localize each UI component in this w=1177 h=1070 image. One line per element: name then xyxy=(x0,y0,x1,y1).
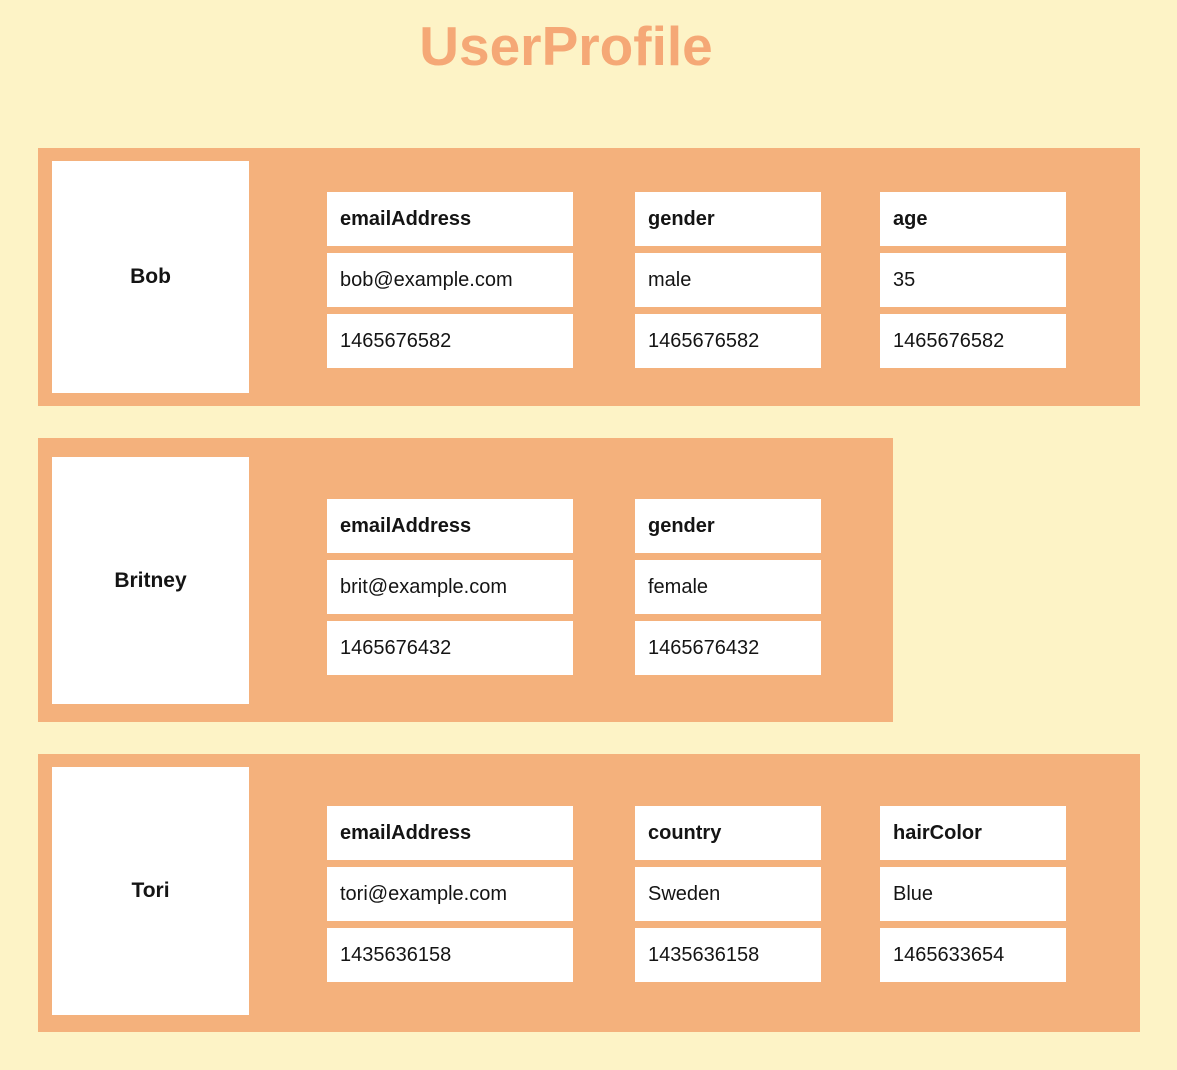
row-key-tori: Tori xyxy=(52,767,249,1015)
column-group-age: age 35 1465676582 xyxy=(880,192,1066,368)
column-name-cell: hairColor xyxy=(880,806,1066,860)
column-value-cell: tori@example.com xyxy=(327,867,573,921)
column-name-cell: emailAddress xyxy=(327,192,573,246)
column-name-cell: age xyxy=(880,192,1066,246)
column-timestamp-cell: 1465633654 xyxy=(880,928,1066,982)
row-key-bob: Bob xyxy=(52,161,249,393)
column-group-emailaddress: emailAddress bob@example.com 1465676582 xyxy=(327,192,573,368)
column-group-emailaddress: emailAddress tori@example.com 1435636158 xyxy=(327,806,573,982)
column-timestamp-cell: 1465676432 xyxy=(327,621,573,675)
column-name-cell: country xyxy=(635,806,821,860)
column-timestamp-cell: 1465676582 xyxy=(635,314,821,368)
column-group-gender: gender male 1465676582 xyxy=(635,192,821,368)
column-groups-britney: emailAddress brit@example.com 1465676432… xyxy=(327,499,821,675)
column-groups-tori: emailAddress tori@example.com 1435636158… xyxy=(327,806,1066,982)
column-group-gender: gender female 1465676432 xyxy=(635,499,821,675)
column-value-cell: Sweden xyxy=(635,867,821,921)
column-timestamp-cell: 1465676582 xyxy=(880,314,1066,368)
row-band-britney: Britney emailAddress brit@example.com 14… xyxy=(38,438,893,722)
column-group-haircolor: hairColor Blue 1465633654 xyxy=(880,806,1066,982)
column-timestamp-cell: 1435636158 xyxy=(327,928,573,982)
column-name-cell: emailAddress xyxy=(327,499,573,553)
column-name-cell: emailAddress xyxy=(327,806,573,860)
column-timestamp-cell: 1435636158 xyxy=(635,928,821,982)
column-value-cell: female xyxy=(635,560,821,614)
column-groups-bob: emailAddress bob@example.com 1465676582 … xyxy=(327,192,1066,368)
column-value-cell: bob@example.com xyxy=(327,253,573,307)
diagram-title: UserProfile xyxy=(419,15,713,77)
row-key-britney: Britney xyxy=(52,457,249,704)
column-timestamp-cell: 1465676582 xyxy=(327,314,573,368)
row-band-tori: Tori emailAddress tori@example.com 14356… xyxy=(38,754,1140,1032)
column-value-cell: brit@example.com xyxy=(327,560,573,614)
column-name-cell: gender xyxy=(635,499,821,553)
row-band-bob: Bob emailAddress bob@example.com 1465676… xyxy=(38,148,1140,406)
column-timestamp-cell: 1465676432 xyxy=(635,621,821,675)
column-name-cell: gender xyxy=(635,192,821,246)
column-value-cell: 35 xyxy=(880,253,1066,307)
column-group-country: country Sweden 1435636158 xyxy=(635,806,821,982)
column-group-emailaddress: emailAddress brit@example.com 1465676432 xyxy=(327,499,573,675)
column-value-cell: male xyxy=(635,253,821,307)
column-value-cell: Blue xyxy=(880,867,1066,921)
